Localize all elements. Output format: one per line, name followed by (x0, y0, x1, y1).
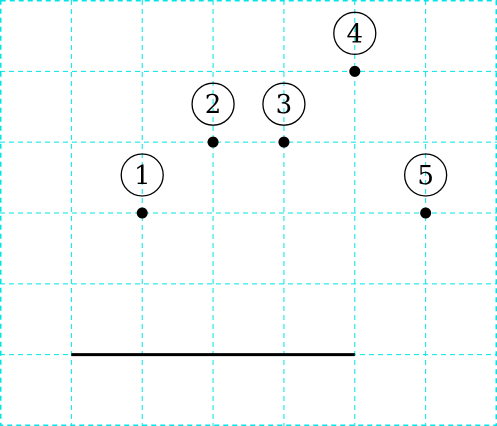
point-label-circle (262, 82, 306, 126)
point-label: 4 (347, 19, 364, 49)
points-layer: 1 2 3 4 5 (120, 11, 448, 219)
point-group-4: 4 (333, 11, 377, 77)
point-label: 1 (134, 161, 151, 191)
point-dot (349, 65, 361, 77)
point-label: 2 (205, 90, 222, 120)
point-dot (136, 207, 148, 219)
point-group-3: 3 (262, 82, 306, 148)
point-label-circle (191, 82, 235, 126)
point-group-2: 2 (191, 82, 235, 148)
point-label-circle (333, 11, 377, 55)
point-dot (207, 136, 219, 148)
point-label: 5 (417, 161, 434, 191)
point-group-1: 1 (120, 153, 164, 219)
point-dot (278, 136, 290, 148)
point-label-circle (120, 153, 164, 197)
point-label: 3 (276, 90, 293, 120)
point-group-5: 5 (403, 153, 448, 219)
point-dot (420, 207, 432, 219)
point-label-circle (403, 153, 448, 197)
